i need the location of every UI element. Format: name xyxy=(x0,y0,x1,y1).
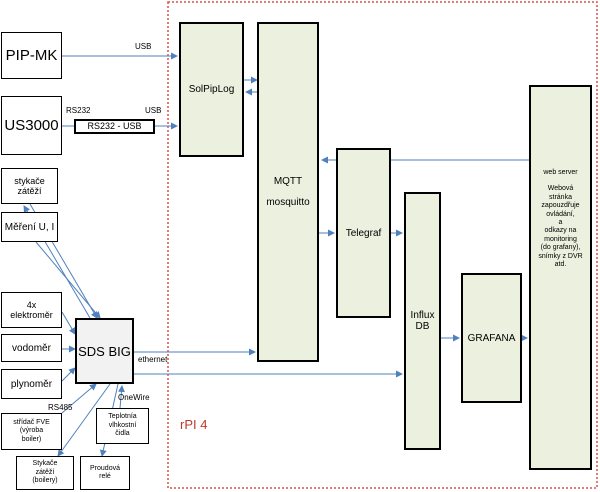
vodomer-label: vodoměr xyxy=(12,342,51,354)
influx-line-2: DB xyxy=(415,321,430,332)
mqtt-line-2: mosquitto xyxy=(266,197,310,208)
wire-mereni-sds xyxy=(35,241,101,319)
wire-plynomer-sds xyxy=(61,367,76,382)
wire-teplotni-sds xyxy=(117,385,125,409)
rele-box: Proudová relé xyxy=(80,456,130,490)
teplotni-line-2: vlhkostní xyxy=(108,421,137,429)
us3000-label: US3000 xyxy=(4,117,59,134)
vodomer-box: vodoměr xyxy=(1,334,62,362)
solpiplog-label: SolPipLog xyxy=(188,84,235,95)
teplotni-box: Teplotnía vlhkostní čidla xyxy=(96,408,149,444)
rs232-usb-label: RS232 - USB xyxy=(87,121,142,132)
telegraf-box: Telegraf xyxy=(336,148,391,318)
webserver-desc-2: stránka xyxy=(549,193,572,201)
telegraf-label: Telegraf xyxy=(345,227,382,239)
stykace-zatezi-box: stykače zátěží xyxy=(1,168,58,204)
mqtt-box: MQTT mosquitto xyxy=(257,22,319,362)
stykaceb-line-1: Stykače xyxy=(32,460,58,468)
grafana-box: GRAFANA xyxy=(461,273,522,403)
webserver-desc-8: (do grafany), xyxy=(540,244,581,252)
webserver-desc-3: zapouzdřuje xyxy=(541,202,580,210)
influx-line-1: Influx xyxy=(410,310,435,321)
rs232-label: RS232 xyxy=(66,106,91,115)
webserver-desc-5: a xyxy=(558,218,563,226)
pip-mk-box: PIP-MK xyxy=(1,32,62,79)
sds-big-box: SDS BIG xyxy=(75,318,134,384)
rele-line-2: relé xyxy=(99,473,111,480)
webserver-desc-9: snímky z DVR xyxy=(538,252,583,260)
elektromer-line-2: elektroměr xyxy=(10,310,53,320)
mqtt-line-1: MQTT xyxy=(273,176,303,187)
onewire-label: OneWire xyxy=(118,393,150,402)
ethernet-label: ethernet xyxy=(138,355,168,364)
elektromer-line-1: 4x xyxy=(26,299,37,310)
webserver-desc-4: ovládání, xyxy=(546,210,575,218)
stykace-line-2: zátěží xyxy=(17,186,42,196)
stykace-boilery-box: Stykače zátěží (boilery) xyxy=(16,456,74,490)
mereni-label: Měření U, I xyxy=(4,221,55,233)
wire-stridac-sds xyxy=(61,383,97,414)
stridac-line-3: boiler) xyxy=(21,435,42,443)
teplotni-line-1: Teplotnía xyxy=(108,413,137,421)
stykace-line-1: stykače xyxy=(14,175,45,186)
stykaceb-line-3: (boilery) xyxy=(32,477,58,485)
rs485-label: RS485 xyxy=(48,403,73,412)
pip-mk-label: PIP-MK xyxy=(5,47,58,64)
plynomer-box: plynoměr xyxy=(1,369,62,399)
sds-big-label: SDS BIG xyxy=(78,343,131,359)
elektromer-box: 4x elektroměr xyxy=(1,292,62,328)
webserver-desc-10: atd. xyxy=(554,260,567,268)
webserver-desc-1: Webová xyxy=(547,185,574,193)
webserver-title: web server xyxy=(543,169,578,176)
wire-sds-stykaceb xyxy=(57,383,111,457)
webserver-desc-6: odkazy na xyxy=(544,227,577,235)
solpiplog-box: SolPipLog xyxy=(179,22,244,157)
stridac-line-1: střídač FVE xyxy=(13,418,50,426)
stridac-line-2: (výroba xyxy=(19,427,44,435)
wire-elektromer-sds xyxy=(61,311,76,335)
stykaceb-line-2: zátěží xyxy=(35,468,55,476)
teplotni-line-3: čidla xyxy=(115,430,130,438)
mereni-box: Měření U, I xyxy=(1,212,58,242)
rs232-usb-box: RS232 - USB xyxy=(74,119,155,134)
rele-line-1: Proudová xyxy=(90,464,120,472)
rpi-frame xyxy=(167,1,598,489)
plynomer-label: plynoměr xyxy=(10,378,53,390)
influx-box: Influx DB xyxy=(404,192,441,450)
webserver-desc-7: monitoring xyxy=(544,235,577,243)
usb-label-1: USB xyxy=(135,42,152,51)
grafana-label: GRAFANA xyxy=(467,332,516,344)
rpi-label: rPI 4 xyxy=(180,417,208,432)
stridac-box: střídač FVE (výroba boiler) xyxy=(1,413,62,450)
webserver-box: web server Webová stránka zapouzdřuje ov… xyxy=(529,85,592,470)
us3000-box: US3000 xyxy=(1,96,62,155)
usb-label-2: USB xyxy=(145,106,162,115)
